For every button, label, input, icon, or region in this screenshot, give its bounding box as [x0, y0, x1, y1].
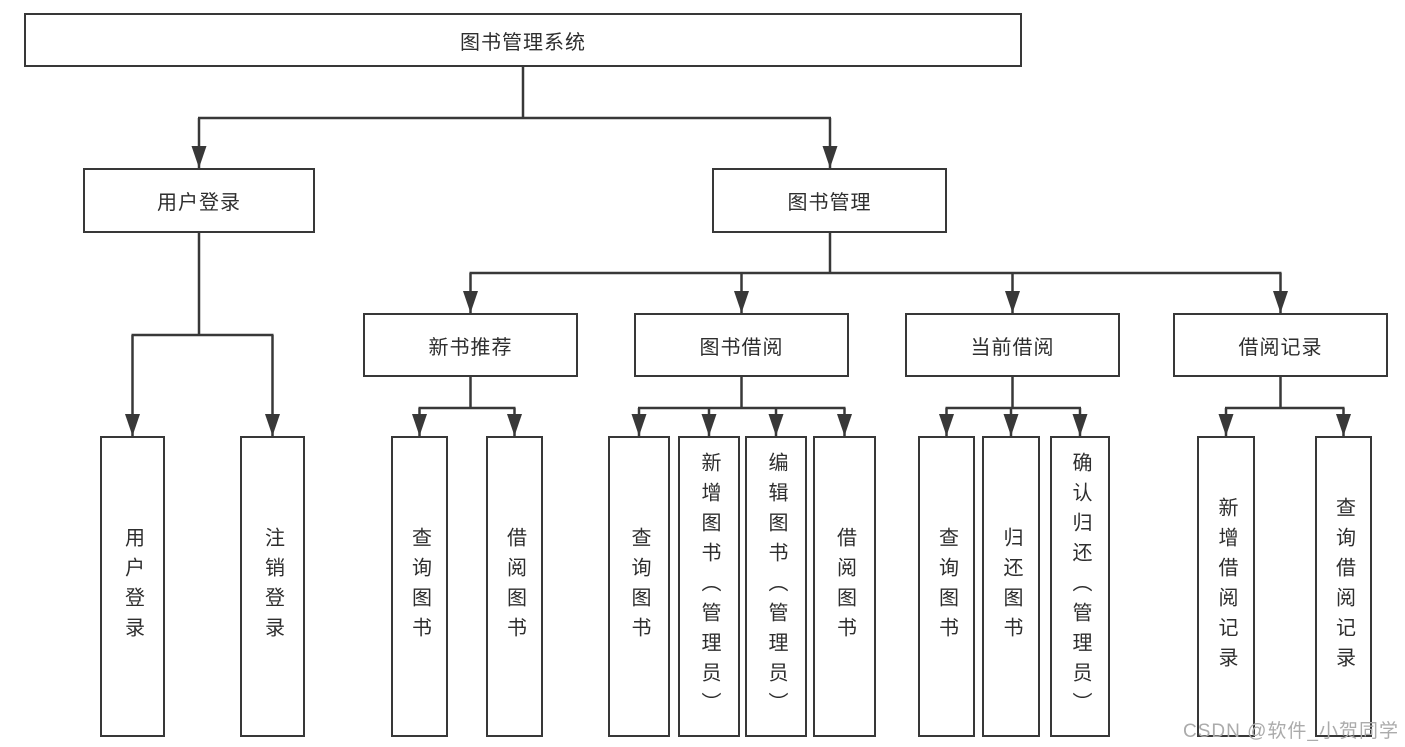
node-user-login: 用户登录	[83, 168, 315, 233]
leaf-nb-borrow-books-label: 借阅图书	[503, 526, 526, 647]
node-borrowing-records: 借阅记录	[1173, 313, 1388, 377]
leaf-bb-add-books-admin: 新增图书（管理员）	[678, 436, 740, 737]
leaf-nb-borrow-books: 借阅图书	[486, 436, 543, 737]
node-book-borrowing-label: 图书借阅	[699, 336, 784, 359]
node-library-management-system-label: 图书管理系统	[460, 31, 586, 54]
node-book-management-label: 图书管理	[787, 192, 872, 214]
node-user-login-label: 用户登录	[157, 192, 241, 214]
node-new-book-recommend-label: 新书推荐	[428, 336, 513, 359]
leaf-logout-label: 注销登录	[261, 526, 284, 647]
leaf-cb-return-books-label: 归还图书	[1000, 526, 1022, 647]
leaf-cb-confirm-return-admin-label: 确认归还（管理员）	[1069, 451, 1091, 722]
leaf-logout: 注销登录	[240, 436, 305, 737]
leaf-bb-edit-books-admin: 编辑图书（管理员）	[745, 436, 807, 737]
leaf-bb-query-books-label: 查询图书	[628, 526, 650, 647]
watermark: CSDN @软件_小贺同学	[1183, 721, 1399, 742]
leaf-nb-query-books: 查询图书	[391, 436, 448, 737]
leaf-nb-query-books-label: 查询图书	[408, 526, 431, 647]
leaf-bb-borrow-books: 借阅图书	[813, 436, 876, 737]
leaf-br-add-borrow-record: 新增借阅记录	[1197, 436, 1255, 737]
leaf-bb-edit-books-admin-label: 编辑图书（管理员）	[765, 451, 787, 722]
node-new-book-recommend: 新书推荐	[363, 313, 578, 377]
leaf-bb-query-books: 查询图书	[608, 436, 670, 737]
node-book-management: 图书管理	[712, 168, 947, 233]
node-current-borrowing: 当前借阅	[905, 313, 1120, 377]
leaf-cb-confirm-return-admin: 确认归还（管理员）	[1050, 436, 1110, 737]
leaf-user-login-label: 用户登录	[121, 526, 144, 647]
leaf-user-login: 用户登录	[100, 436, 165, 737]
leaf-bb-borrow-books-label: 借阅图书	[833, 526, 856, 647]
leaf-br-add-borrow-record-label: 新增借阅记录	[1215, 496, 1237, 677]
node-library-management-system: 图书管理系统	[24, 13, 1022, 67]
leaf-cb-query-books: 查询图书	[918, 436, 975, 737]
leaf-cb-query-books-label: 查询图书	[935, 526, 958, 647]
leaf-br-query-borrow-record-label: 查询借阅记录	[1332, 496, 1355, 677]
node-borrowing-records-label: 借阅记录	[1238, 336, 1323, 359]
leaf-bb-add-books-admin-label: 新增图书（管理员）	[698, 451, 720, 722]
leaf-br-query-borrow-record: 查询借阅记录	[1315, 436, 1372, 737]
node-book-borrowing: 图书借阅	[634, 313, 849, 377]
leaf-cb-return-books: 归还图书	[982, 436, 1040, 737]
node-current-borrowing-label: 当前借阅	[970, 336, 1055, 359]
